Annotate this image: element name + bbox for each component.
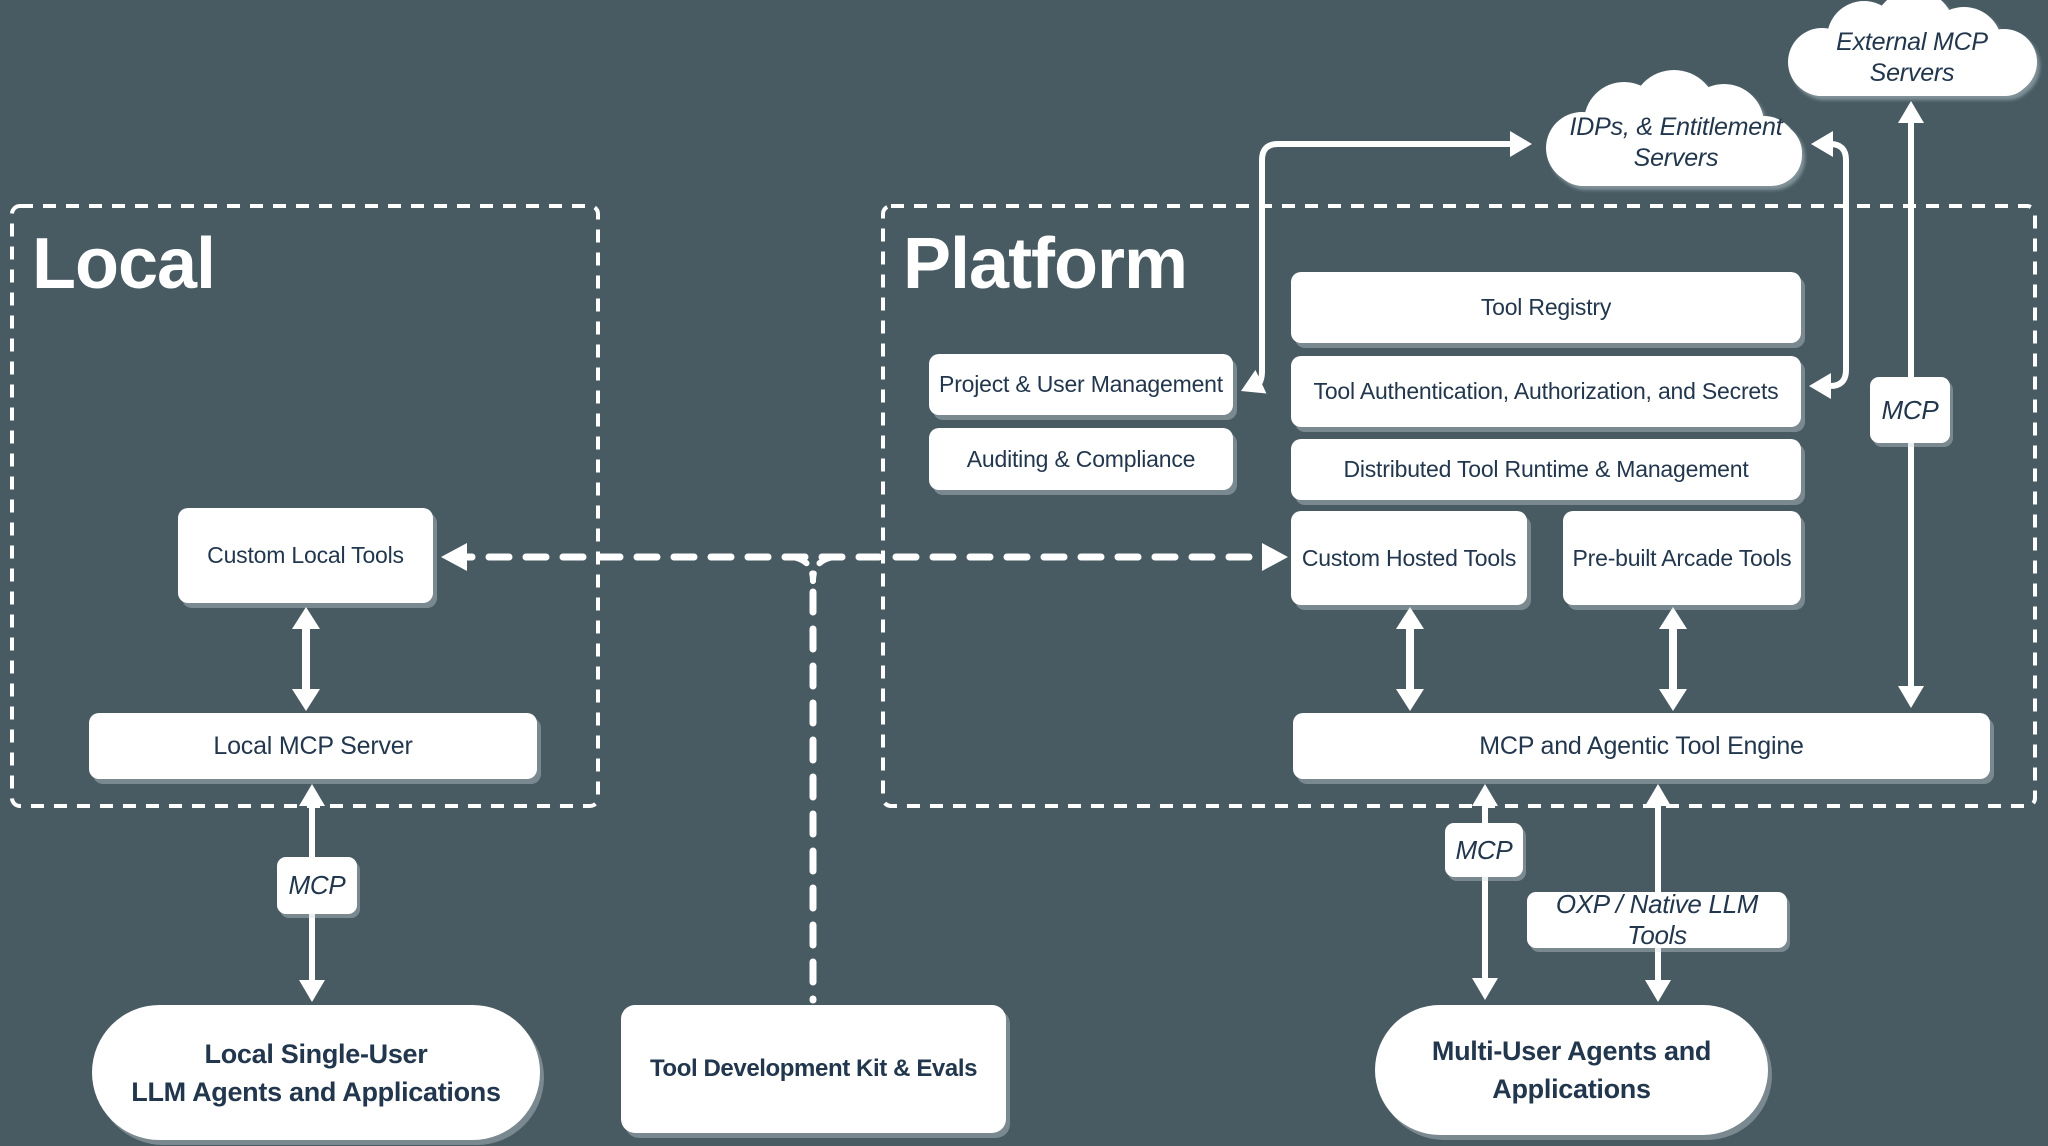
box-auditing-compliance: Auditing & Compliance (929, 428, 1233, 490)
edge-tdk-branch-fillet-left (789, 554, 816, 584)
arrowhead (1811, 131, 1833, 157)
platform-group-title: Platform (903, 224, 1188, 304)
arrowhead (1659, 689, 1687, 711)
box-tool-registry: Tool Registry (1291, 272, 1801, 343)
arrowhead (1472, 784, 1498, 806)
tag-mcp-external: MCP (1870, 377, 1950, 443)
edge-toolauth-idps (1818, 141, 1849, 389)
edge-project-idps (1249, 141, 1522, 392)
arrowhead (299, 784, 325, 806)
box-local-mcp-server: Local MCP Server (89, 713, 537, 779)
box-mcp-agentic-tool-engine: MCP and Agentic Tool Engine (1293, 713, 1990, 779)
arrowhead (441, 543, 467, 571)
arrowhead (1510, 131, 1532, 157)
arrowhead (1659, 607, 1687, 629)
tag-mcp-local: MCP (277, 857, 357, 914)
idps-cloud (1546, 70, 1802, 186)
arrowhead (1396, 607, 1424, 629)
idps-cloud-label-line1: IDPs, & Entitlement (1569, 113, 1783, 141)
pill-local-line1: Local Single-User (204, 1038, 428, 1069)
arrowhead (1396, 689, 1424, 711)
pill-multi-line1: Multi-User Agents and (1431, 1036, 1712, 1066)
box-custom-local-tools: Custom Local Tools (178, 508, 433, 603)
arrowhead (1898, 101, 1924, 123)
arrowhead (1645, 980, 1671, 1002)
idps-cloud-label: IDPs, & Entitlement Servers (1552, 110, 1800, 176)
tag-mcp-multiuser: MCP (1445, 823, 1523, 877)
edge-tdk-branch-fillet-right (810, 554, 837, 584)
arrowhead (1645, 784, 1671, 806)
idps-cloud-label-line2: Servers (1633, 144, 1719, 172)
arrowhead (1241, 369, 1267, 394)
box-custom-hosted-tools: Custom Hosted Tools (1291, 511, 1527, 605)
arrowhead (292, 607, 320, 629)
arrowhead (292, 689, 320, 711)
pill-local-single-user-agents: Local Single-User LLM Agents and Applica… (92, 1005, 540, 1140)
external-mcp-servers-cloud (1788, 0, 2037, 96)
box-tool-development-kit: Tool Development Kit & Evals (621, 1005, 1006, 1133)
box-project-user-management: Project & User Management (929, 354, 1233, 415)
tag-oxp-native-llm-tools: OXP / Native LLM Tools (1527, 889, 1787, 950)
box-distributed-runtime: Distributed Tool Runtime & Management (1291, 439, 1801, 500)
pill-local-line2: LLM Agents and Applications (131, 1076, 501, 1107)
local-group-frame (10, 204, 600, 808)
platform-group-frame (881, 204, 2037, 808)
arrowhead (1472, 978, 1498, 1000)
arrowhead (1809, 373, 1831, 399)
arrowhead (1898, 686, 1924, 708)
pill-multi-line2: Applications (1492, 1074, 1651, 1104)
arrowhead (299, 980, 325, 1002)
box-prebuilt-arcade-tools: Pre-built Arcade Tools (1563, 511, 1801, 605)
arrowhead (1262, 543, 1288, 571)
local-group-title: Local (32, 224, 216, 304)
pill-multi-user-agents: Multi-User Agents and Applications (1375, 1005, 1768, 1135)
external-mcp-servers-label: External MCP Servers (1836, 28, 1988, 87)
box-tool-auth: Tool Authentication, Authorization, and … (1291, 356, 1801, 427)
